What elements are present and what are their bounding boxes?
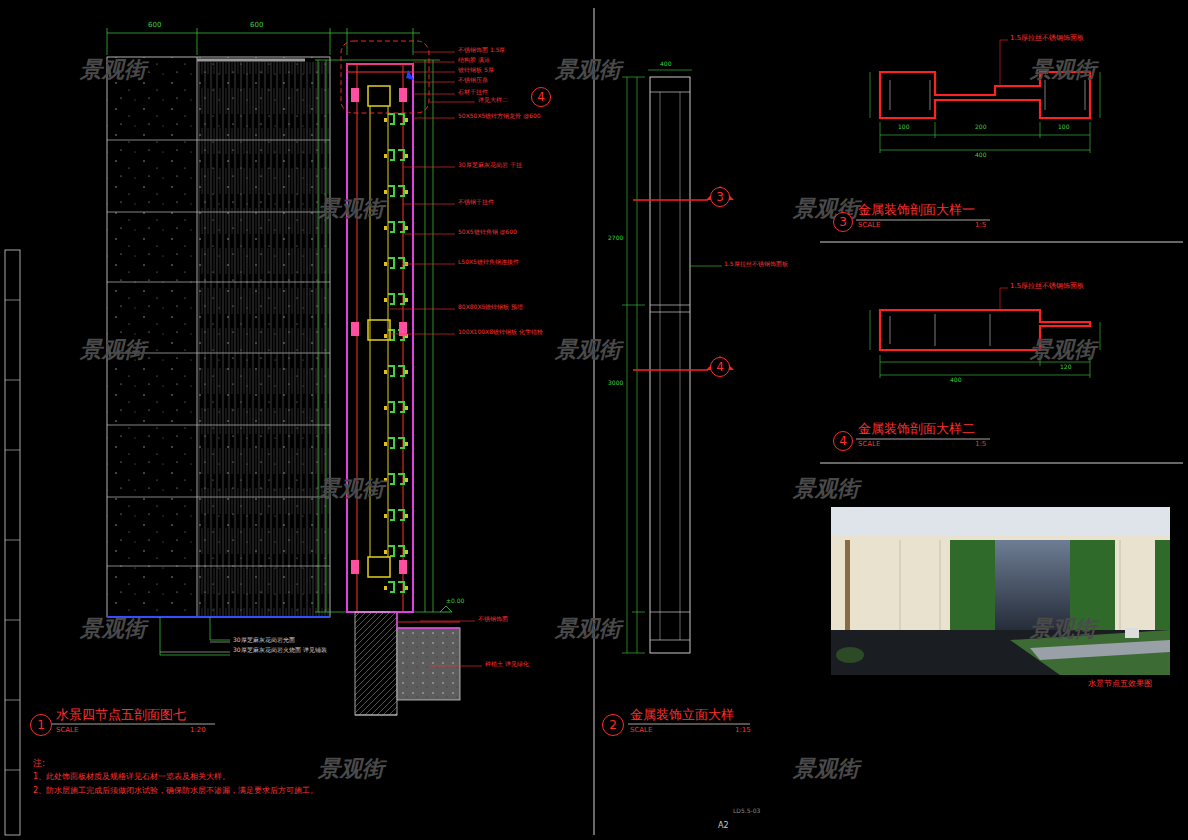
- scale-value: 1:5: [975, 441, 986, 449]
- dimension: 120: [1060, 364, 1071, 371]
- watermark: 景观街: [793, 477, 859, 501]
- watermark: 景观街: [318, 197, 384, 221]
- scale-label: SCALE: [56, 727, 78, 735]
- dimension: 400: [950, 377, 961, 384]
- watermark: 景观街: [318, 477, 384, 501]
- watermark: 景观街: [555, 58, 621, 82]
- dimension: 200: [975, 124, 986, 131]
- material-label: 1.5厚拉丝不锈钢饰面板: [1010, 35, 1084, 43]
- callout-number: 1: [37, 719, 45, 731]
- dimension: 3000: [608, 380, 623, 387]
- callout-number: 3: [716, 191, 724, 203]
- callout-circle: 4: [710, 357, 730, 377]
- callout-circle: 3: [833, 212, 853, 232]
- watermark: 景观街: [555, 338, 621, 362]
- watermark: 景观街: [80, 617, 146, 641]
- leader-label: 不锈钢饰面 1.5厚: [458, 47, 505, 54]
- dimension: 400: [660, 61, 671, 68]
- leader-label: 详见大样二: [478, 97, 508, 104]
- leader-label: 不锈钢压条: [458, 77, 488, 84]
- material-label: 30厚芝麻灰花岗岩光面: [233, 637, 295, 644]
- leader-label: 不锈钢干挂件: [458, 199, 494, 206]
- leader-label: 种植土 详见绿化: [485, 661, 529, 668]
- callout-circle: 1: [30, 714, 52, 736]
- leader-label: 80X80X5镀锌钢板 预埋: [458, 304, 523, 311]
- callout-number: 4: [716, 361, 724, 373]
- scale-value: 1:15: [735, 727, 751, 735]
- callout-number: 2: [609, 719, 617, 731]
- level-mark: ±0.00: [446, 598, 464, 605]
- note-text: 1、此处饰面板材质及规格详见石材一览表及相关大样。: [33, 773, 230, 782]
- drawing-title: 金属装饰立面大样: [630, 708, 734, 722]
- leader-label: L50X5镀锌角钢连接件: [458, 259, 519, 266]
- scale-label: SCALE: [858, 222, 880, 230]
- callout-circle: 2: [602, 714, 624, 736]
- image-caption: 水景节点五效果图: [1088, 680, 1152, 689]
- watermark: 景观街: [555, 617, 621, 641]
- drawing-title: 金属装饰剖面大样一: [858, 203, 975, 217]
- note-heading: 注:: [33, 759, 45, 769]
- material-label: 1.5厚拉丝不锈钢饰面板: [724, 261, 788, 268]
- watermark: 景观街: [1030, 617, 1096, 641]
- drawing-title: 金属装饰剖面大样二: [858, 422, 975, 436]
- leader-label: 50X5镀锌角钢 @600: [458, 229, 517, 236]
- leader-label: 30厚芝麻灰花岗岩 干挂: [458, 162, 522, 169]
- leader-label: 不锈钢饰面: [478, 616, 508, 623]
- dimension: 100: [898, 124, 909, 131]
- dimension: 400: [975, 152, 986, 159]
- callout-circle: 4: [833, 431, 853, 451]
- leader-label: 结构胶 满涂: [458, 57, 490, 64]
- callout-number: 3: [839, 216, 847, 228]
- drawing-title: 水景四节点五剖面图七: [56, 708, 186, 722]
- dimension: 600: [148, 22, 161, 30]
- scale-value: 1:20: [190, 727, 206, 735]
- watermark: 景观街: [1030, 338, 1096, 362]
- material-label: 30厚芝麻灰花岗岩火烧面 详见铺装: [233, 647, 327, 654]
- leader-label: 100X100X8镀锌钢板 化学锚栓: [458, 329, 543, 336]
- callout-circle: 4: [531, 87, 551, 107]
- drawing-number: LD5.5-03: [733, 808, 760, 815]
- leader-label: 50X50X5镀锌方钢龙骨 @600: [458, 113, 541, 120]
- scale-label: SCALE: [630, 727, 652, 735]
- callout-circle: 3: [710, 187, 730, 207]
- watermark: 景观街: [80, 338, 146, 362]
- dimension: 600: [250, 22, 263, 30]
- watermark: 景观街: [318, 757, 384, 781]
- scale-label: SCALE: [858, 441, 880, 449]
- material-label: 1.5厚拉丝不锈钢饰面板: [1010, 283, 1084, 291]
- watermark: 景观街: [793, 757, 859, 781]
- watermark: 景观街: [1030, 58, 1096, 82]
- dimension: 2700: [608, 235, 623, 242]
- leader-label: 镀锌钢板 5厚: [458, 67, 494, 74]
- watermark: 景观街: [80, 58, 146, 82]
- leader-label: 石材干挂件: [458, 89, 488, 96]
- scale-value: 1:5: [975, 222, 986, 230]
- callout-number: 4: [537, 91, 545, 103]
- note-text: 2、防水层施工完成后须做闭水试验，确保防水层不渗漏，满足要求后方可施工。: [33, 787, 318, 796]
- sheet-number: A2: [718, 822, 729, 831]
- dimension: 100: [1058, 124, 1069, 131]
- callout-number: 4: [839, 435, 847, 447]
